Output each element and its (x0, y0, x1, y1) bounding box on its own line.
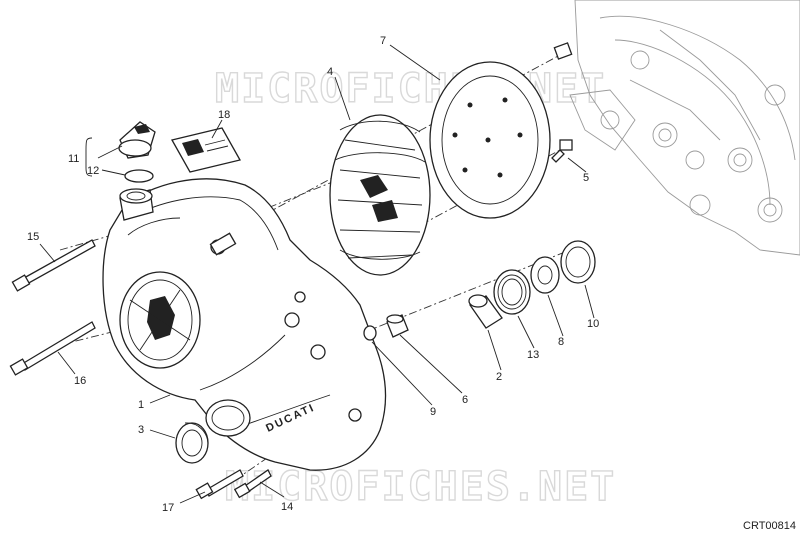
callout-5: 5 (583, 172, 589, 184)
short-bolt-17 (195, 469, 244, 500)
callout-14: 14 (281, 501, 293, 513)
callout-15: 15 (27, 231, 39, 243)
callout-12: 12 (87, 165, 99, 177)
callout-6: 6 (462, 394, 468, 406)
callout-7: 7 (380, 35, 386, 47)
callout-1: 1 (138, 399, 144, 411)
clutch-friction-pack (329, 114, 431, 276)
callout-10: 10 (587, 318, 599, 330)
callout-2: 2 (496, 371, 502, 383)
callout-16: 16 (74, 375, 86, 387)
watermark-bottom: MICROFICHES.NET (225, 464, 616, 510)
washer (530, 256, 560, 294)
callout-11: 11 (68, 153, 79, 165)
callout-4: 4 (327, 66, 333, 78)
callout-8: 8 (558, 336, 564, 348)
short-bolt-14 (233, 469, 272, 499)
callout-17: 17 (162, 502, 174, 514)
callout-13: 13 (527, 349, 539, 361)
callout-9: 9 (430, 406, 436, 418)
long-bolt-16 (9, 321, 96, 376)
small-o-ring (363, 325, 377, 341)
friction-plate (429, 61, 551, 219)
circlip (560, 240, 596, 284)
crankcase-outline (569, 0, 800, 256)
bush (468, 294, 503, 329)
oil-filler-cap (118, 121, 156, 159)
plug (386, 314, 409, 338)
callout-3: 3 (138, 424, 144, 436)
warning-decal (171, 127, 241, 173)
screw-5 (551, 139, 573, 163)
clutch-cover: DUCATI (102, 178, 387, 471)
leader-lines (39, 44, 595, 504)
drawing-code: CRT00814 (743, 520, 796, 532)
callout-18: 18 (218, 109, 230, 121)
oil-seal (175, 422, 209, 464)
long-bolt-15 (11, 239, 96, 292)
o-ring (124, 169, 154, 183)
bearing (493, 269, 531, 315)
dowel-pin (553, 42, 573, 60)
callout-labels: 1 2 3 4 5 6 7 8 9 10 11 12 13 14 15 16 1… (27, 35, 599, 514)
watermark-top: MICROFICHES.NET (215, 66, 606, 112)
